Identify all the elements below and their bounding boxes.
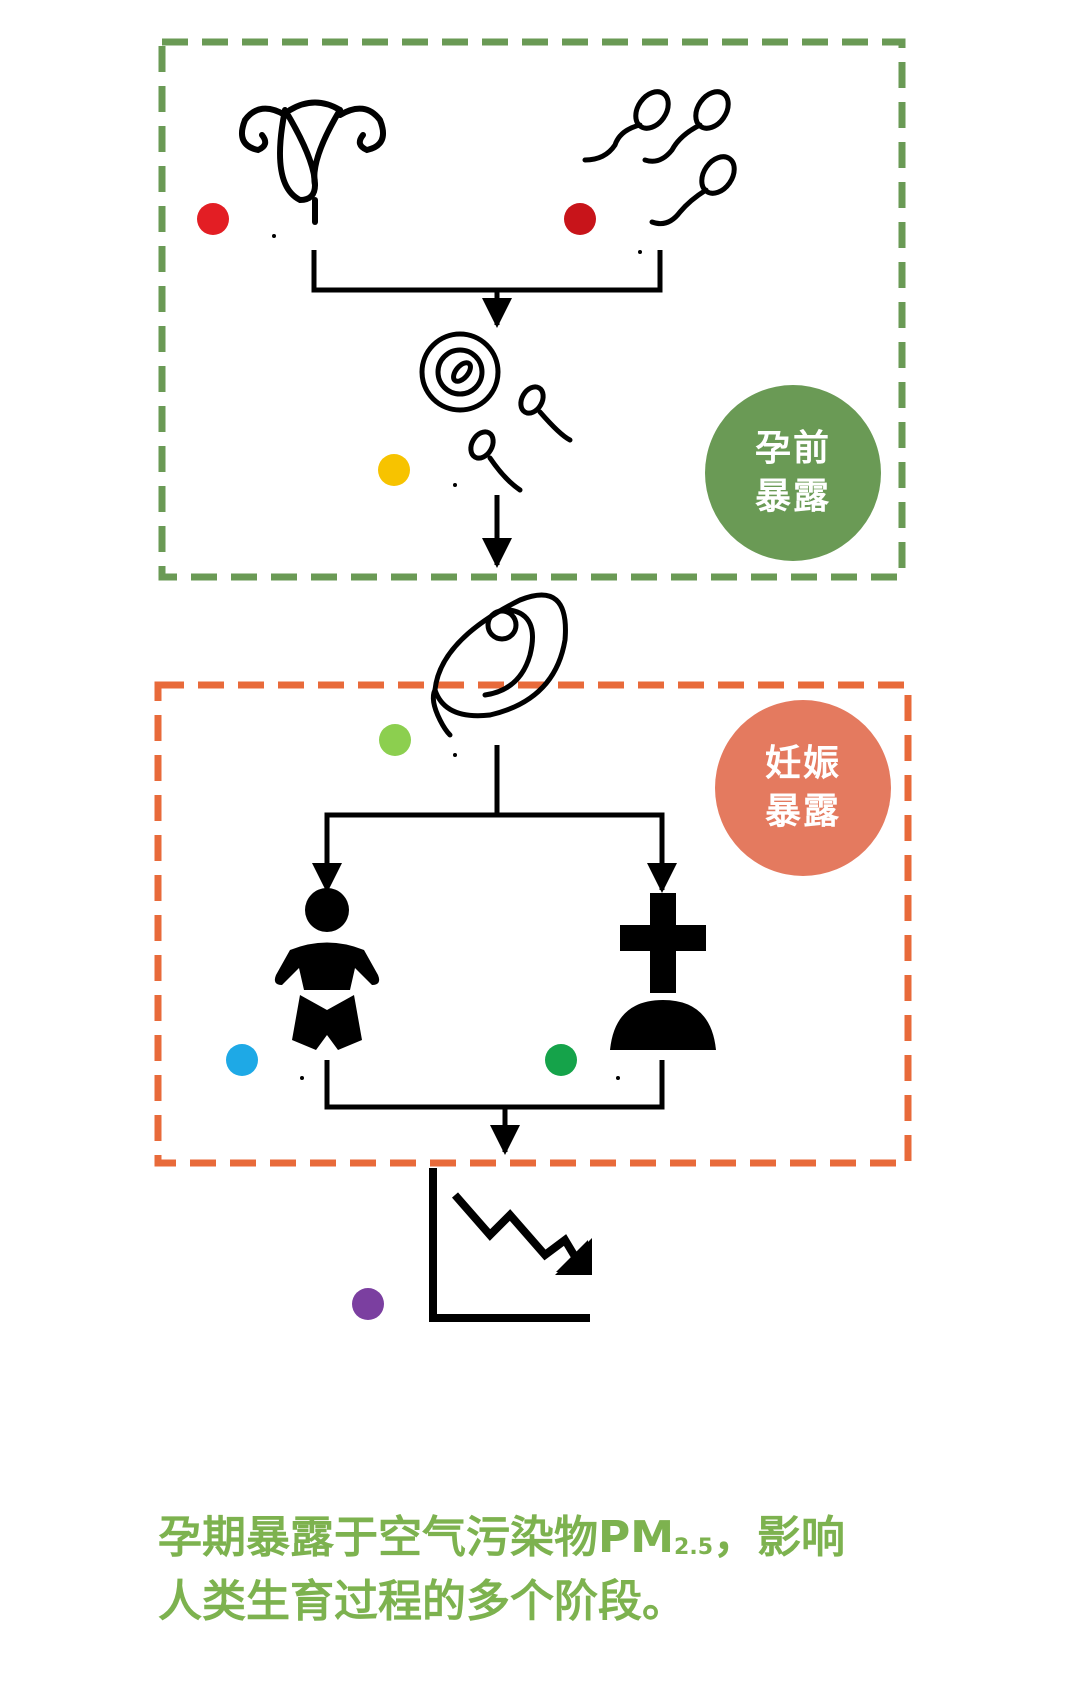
dot-maternal xyxy=(545,1044,577,1076)
pre-label-line2: 暴露 xyxy=(754,476,831,517)
connectors xyxy=(311,250,677,1155)
uterus-icon xyxy=(239,99,386,225)
sperm-icon xyxy=(582,89,737,227)
caption-line2: 人类生育过程的多个阶段。 xyxy=(158,1576,686,1627)
pregnancy-exposure-label: 妊娠 暴露 xyxy=(715,700,891,876)
caption: 孕期暴露于空气污染物PM2.5，影响 人类生育过程的多个阶段。 xyxy=(158,1510,958,1630)
dot-fetus xyxy=(379,724,411,756)
caption-part1: 孕期暴露于空气污染物PM xyxy=(158,1512,675,1563)
dot-infant xyxy=(226,1044,258,1076)
dot-fertilization xyxy=(378,454,410,486)
preg-label-line2: 暴露 xyxy=(764,791,841,832)
preconception-exposure-label: 孕前 暴露 xyxy=(705,385,881,561)
fertilization-icon xyxy=(419,331,573,493)
grave-icon xyxy=(610,893,716,1050)
preconception-box xyxy=(158,38,906,581)
pre-label-line1: 孕前 xyxy=(754,428,831,469)
minor-dots xyxy=(272,234,642,1080)
preg-label-line1: 妊娠 xyxy=(764,743,841,784)
decline-chart-icon xyxy=(429,1168,592,1322)
fetus-icon xyxy=(430,592,568,738)
dot-male xyxy=(564,203,596,235)
dot-outcome xyxy=(352,1288,384,1320)
caption-part2: ，影响 xyxy=(713,1512,846,1563)
caption-subscript: 2.5 xyxy=(674,1535,714,1560)
baby-icon xyxy=(274,888,380,1050)
pregnancy-box xyxy=(154,681,912,1167)
dot-female xyxy=(197,203,229,235)
